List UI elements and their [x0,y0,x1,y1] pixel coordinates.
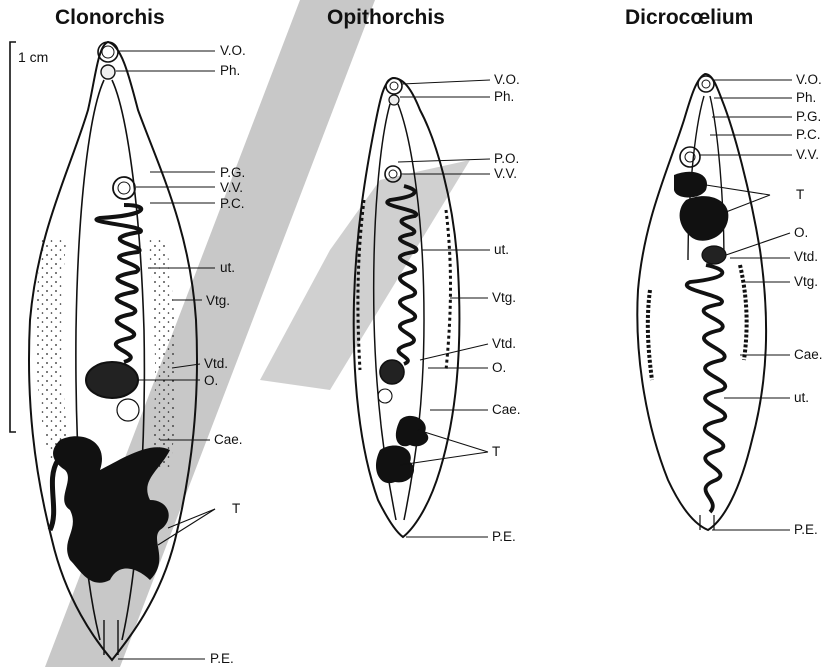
clonorchis-drawing [29,42,197,660]
opithorchis-drawing [354,78,460,537]
dicrocoelium-drawing [637,74,766,530]
